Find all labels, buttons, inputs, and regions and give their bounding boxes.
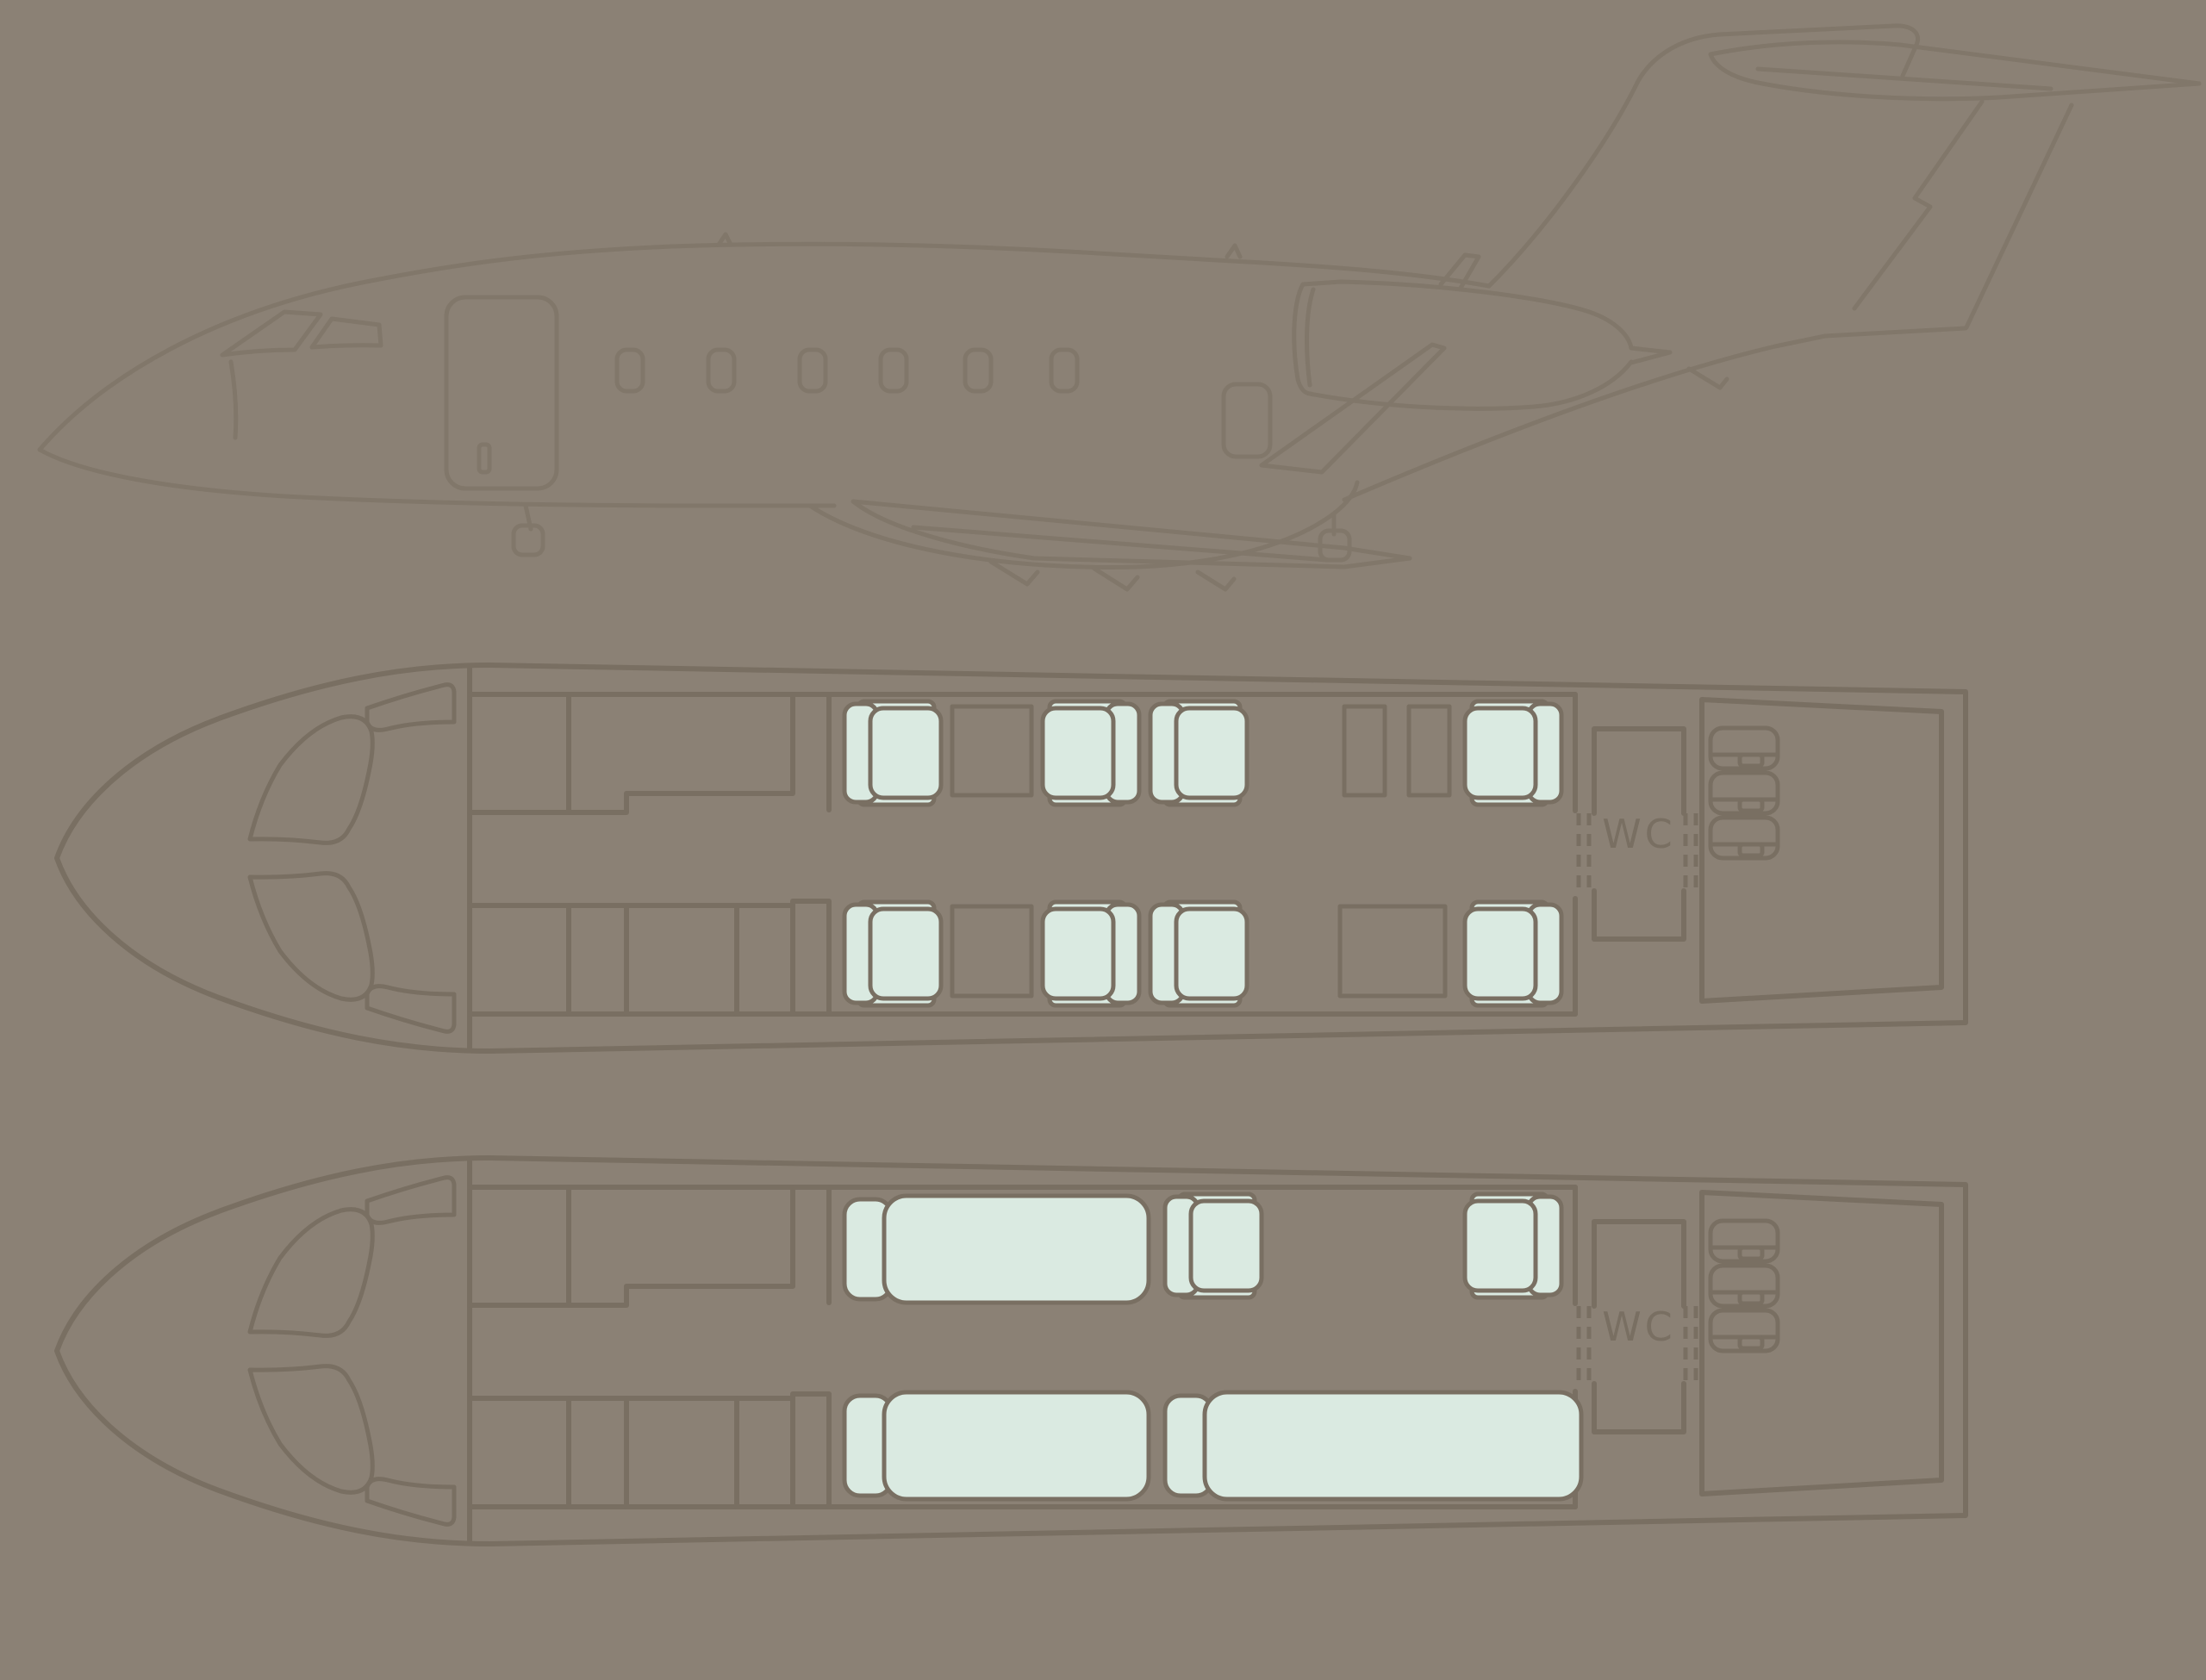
wing-root-fairing <box>807 480 1360 569</box>
cabinet <box>1342 704 1387 798</box>
cabinet <box>1406 704 1452 798</box>
ventral-strake-icon <box>1686 366 1729 390</box>
entry-door <box>444 295 559 491</box>
emergency-exit-door <box>1221 382 1273 459</box>
horizontal-stabilizer <box>1708 40 2202 102</box>
table <box>1337 904 1448 999</box>
seat <box>1465 701 1561 805</box>
seat <box>844 701 941 805</box>
cabin-furniture <box>844 1194 1581 1499</box>
wc-label: WC <box>1602 811 1676 857</box>
bed <box>844 1392 1149 1499</box>
bed <box>1165 1392 1581 1499</box>
cabin-windows <box>614 347 1080 394</box>
airframe-outline <box>57 665 1966 1051</box>
side-fuselage-top <box>37 241 1492 452</box>
seat <box>1465 1194 1561 1297</box>
antenna-icon <box>1225 243 1243 259</box>
door-handle-icon <box>477 442 492 475</box>
antenna-icon <box>716 232 733 247</box>
cabin-furniture <box>844 701 1561 1005</box>
nose-gear <box>511 503 545 557</box>
floor-plan-seating: WC <box>57 665 1966 1051</box>
table <box>950 704 1034 798</box>
seat <box>1165 1194 1262 1297</box>
rear-fuselage <box>1342 326 1968 502</box>
main-gear <box>1318 511 1352 563</box>
seat <box>1043 902 1139 1005</box>
table <box>950 904 1034 999</box>
bed <box>844 1196 1149 1303</box>
seat <box>1043 701 1139 805</box>
tail-fin <box>1486 23 2074 330</box>
side-fuselage-bottom <box>37 447 837 508</box>
floor-plan-sleeping: WC <box>57 1158 1966 1544</box>
aircraft-side-view <box>37 23 2202 592</box>
seat <box>1150 902 1247 1005</box>
wing <box>851 342 1447 592</box>
seat <box>1150 701 1247 805</box>
seat <box>1465 902 1561 1005</box>
seat <box>844 902 941 1005</box>
wc-label: WC <box>1602 1304 1676 1350</box>
engine-nacelle <box>1292 252 1673 411</box>
side-windshield-icon <box>220 309 383 440</box>
